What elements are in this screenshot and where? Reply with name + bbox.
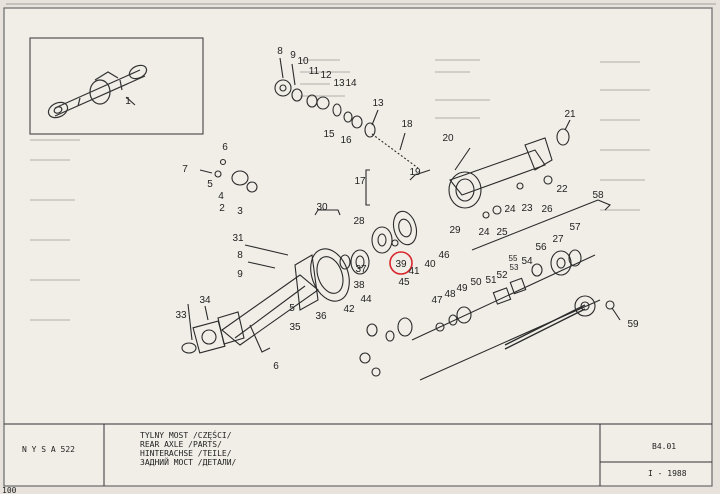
callout-26: 26 bbox=[541, 204, 553, 215]
callout-36: 36 bbox=[315, 311, 327, 322]
callout-10: 10 bbox=[297, 56, 309, 67]
callout-17: 17 bbox=[354, 176, 366, 187]
callout-53: 53 bbox=[510, 263, 519, 272]
callout-8: 8 bbox=[277, 46, 283, 57]
callout-27: 27 bbox=[552, 234, 564, 245]
model-label: N Y S A 522 bbox=[22, 445, 75, 454]
callout-12: 12 bbox=[320, 70, 332, 81]
callout-56: 56 bbox=[535, 242, 547, 253]
callout-9: 9 bbox=[290, 50, 296, 61]
title-block: N Y S A 522 TYLNY MOST /CZĘŚCI/ REAR AXL… bbox=[4, 423, 712, 486]
title-line-en: REAR AXLE /PARTS/ bbox=[140, 440, 222, 449]
callout-50: 50 bbox=[470, 277, 482, 288]
page-border bbox=[3, 7, 713, 487]
callout-22: 22 bbox=[556, 184, 568, 195]
callout-41: 41 bbox=[408, 266, 420, 277]
callout-33: 33 bbox=[175, 310, 187, 321]
callout-21: 21 bbox=[564, 109, 576, 120]
callout-14: 14 bbox=[345, 78, 357, 89]
callout-23: 23 bbox=[521, 203, 533, 214]
title-line-ru: ЗАДНИЙ МОСТ /ДЕТАЛИ/ bbox=[140, 456, 237, 467]
callout-2: 2 bbox=[219, 203, 225, 214]
callout-44: 44 bbox=[360, 294, 372, 305]
callout-13b: 13 bbox=[372, 98, 384, 109]
callout-1: 1 bbox=[125, 96, 131, 107]
callout-3: 3 bbox=[237, 206, 243, 217]
callout-40: 40 bbox=[424, 259, 436, 270]
callout-4: 4 bbox=[218, 191, 224, 202]
callout-20: 20 bbox=[442, 133, 454, 144]
callout-39: 39 bbox=[395, 259, 407, 270]
callout-15: 15 bbox=[323, 129, 335, 140]
callout-24a: 24 bbox=[504, 204, 516, 215]
callout-29: 29 bbox=[449, 225, 461, 236]
inset-assembly-view bbox=[29, 37, 204, 135]
callout-46: 46 bbox=[438, 250, 450, 261]
callout-42: 42 bbox=[343, 304, 355, 315]
corner-page-number: 100 bbox=[2, 486, 17, 494]
callout-18: 18 bbox=[401, 119, 413, 130]
callout-45: 45 bbox=[398, 277, 410, 288]
callout-35: 35 bbox=[289, 322, 301, 333]
callout-49: 49 bbox=[456, 283, 468, 294]
callout-38: 38 bbox=[353, 280, 365, 291]
callout-13a: 13 bbox=[333, 78, 345, 89]
issue-date: I - 1988 bbox=[648, 469, 687, 478]
page-code: B4.01 bbox=[652, 442, 676, 451]
highlight-circle bbox=[389, 251, 413, 275]
callout-5: 5 bbox=[207, 179, 213, 190]
callout-30: 30 bbox=[316, 202, 328, 213]
callout-9b: 9 bbox=[237, 269, 243, 280]
callout-59: 59 bbox=[627, 319, 639, 330]
callout-47: 47 bbox=[431, 295, 443, 306]
callout-37: 37 bbox=[355, 264, 367, 275]
callout-57: 57 bbox=[569, 222, 581, 233]
callout-48: 48 bbox=[444, 289, 456, 300]
callout-6b: 6 bbox=[273, 361, 279, 372]
title-line-pl: TYLNY MOST /CZĘŚCI/ bbox=[140, 429, 232, 440]
callout-24b: 24 bbox=[478, 227, 490, 238]
callout-7: 7 bbox=[182, 164, 188, 175]
callout-54: 54 bbox=[521, 256, 533, 267]
callout-52: 52 bbox=[496, 270, 508, 281]
callout-34: 34 bbox=[199, 295, 211, 306]
callout-5b: 5 bbox=[289, 303, 295, 314]
callout-28: 28 bbox=[353, 216, 365, 227]
callout-55: 55 bbox=[509, 254, 518, 263]
background-ghost-text bbox=[30, 59, 650, 321]
callout-31: 31 bbox=[232, 233, 244, 244]
callout-16: 16 bbox=[340, 135, 352, 146]
callout-19: 19 bbox=[409, 167, 421, 178]
title-line-de: HINTERACHSE /TEILE/ bbox=[140, 449, 232, 458]
callout-51: 51 bbox=[485, 275, 497, 286]
callout-25: 25 bbox=[496, 227, 508, 238]
callout-11: 11 bbox=[309, 66, 320, 77]
callout-6: 6 bbox=[222, 142, 228, 153]
callout-58: 58 bbox=[592, 190, 604, 201]
exploded-parts-drawing bbox=[125, 57, 621, 381]
callout-8b: 8 bbox=[237, 250, 243, 261]
